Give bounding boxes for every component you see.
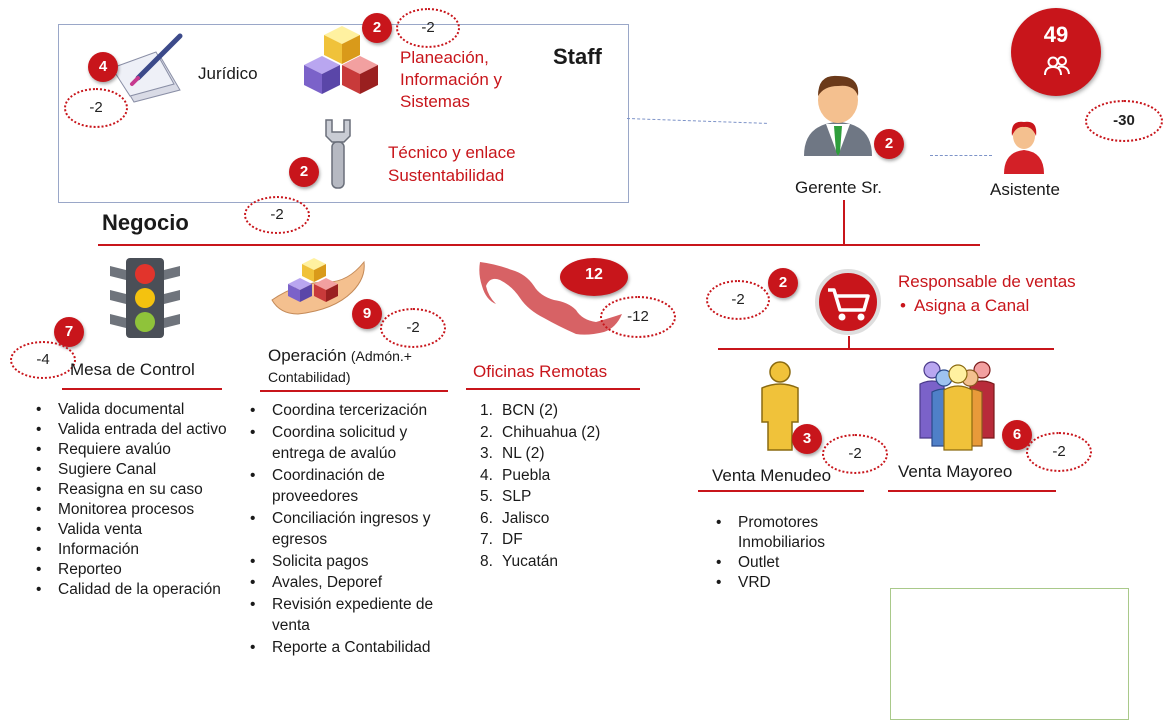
assistant-avatar-icon: [1004, 121, 1044, 174]
ventas-delta: -2: [706, 280, 770, 320]
list-item: 8.Yucatán: [480, 552, 559, 570]
mesa-title: Mesa de Control: [70, 360, 195, 379]
tecnico-count-badge: 2: [289, 157, 319, 187]
mesa-underline: [62, 388, 222, 390]
list-item: Reporte a Contabilidad: [244, 637, 450, 659]
list-item: 6.Jalisco: [480, 509, 550, 527]
ventas-divider: [718, 348, 1054, 350]
operacion-count-badge: 9: [352, 299, 382, 329]
list-item: Valida entrada del activo: [30, 420, 240, 440]
single-person-icon: [761, 361, 799, 451]
shopping-cart-icon: [815, 269, 881, 335]
list-item: Monitorea procesos: [30, 500, 240, 520]
planeacion-label: Planeación, Información y Sistemas: [400, 48, 503, 111]
empty-box: [890, 588, 1129, 720]
traffic-light-icon: [110, 258, 180, 338]
planeacion-delta: -2: [396, 8, 460, 48]
cubes-icon: [304, 26, 378, 94]
list-item: Solicita pagos: [244, 551, 450, 573]
staff-title: Staff: [553, 44, 602, 69]
oficinas-underline: [466, 388, 640, 390]
list-item: Outlet: [710, 553, 870, 573]
list-item: VRD: [710, 573, 870, 593]
menudeo-underline: [698, 490, 864, 492]
mayoreo-underline: [888, 490, 1056, 492]
list-item: Coordinación de proveedores: [244, 465, 450, 508]
menudeo-count-badge: 3: [792, 424, 822, 454]
mesa-list: Valida documental Valida entrada del act…: [30, 400, 240, 600]
staff-connector: [626, 118, 767, 124]
juridico-label: Jurídico: [198, 64, 258, 83]
list-item: Reasigna en su caso: [30, 480, 240, 500]
ventas-title: Responsable de ventas: [898, 272, 1076, 291]
wrench-icon: [325, 119, 351, 189]
asistente-label: Asistente: [990, 180, 1060, 199]
list-item: Revisión expediente de venta: [244, 594, 450, 637]
list-item: 4.Puebla: [480, 466, 551, 484]
mayoreo-delta: -2: [1026, 432, 1092, 472]
list-item: Coordina tercerización: [244, 400, 450, 422]
menudeo-title: Venta Menudeo: [712, 466, 832, 485]
ventas-count-badge: 2: [768, 268, 798, 298]
operacion-delta: -2: [380, 308, 446, 348]
operacion-title: Operación (Admón.+ Contabilidad): [268, 346, 412, 385]
list-item: Valida venta: [30, 520, 240, 540]
gerente-down-line: [843, 200, 845, 245]
mesa-count-badge: 7: [54, 317, 84, 347]
operacion-underline: [260, 390, 448, 392]
oficinas-title: Oficinas Remotas: [473, 362, 608, 381]
total-delta: -30: [1085, 100, 1163, 142]
oficinas-count-bubble: [560, 258, 628, 296]
menudeo-delta: -2: [822, 434, 888, 474]
list-item: Calidad de la operación: [30, 580, 240, 600]
asistente-connector: [930, 155, 992, 156]
menudeo-list: Promotores Inmobiliarios Outlet VRD: [710, 513, 870, 593]
ventas-sub: •Asigna a Canal: [900, 296, 1030, 315]
tecnico-label: Técnico y enlace Sustentabilidad: [388, 143, 516, 185]
list-item: Coordina solicitud y entrega de avalúo: [244, 422, 450, 465]
group-people-icon: [919, 361, 995, 451]
list-item: 5.SLP: [480, 488, 532, 505]
list-item: Promotores Inmobiliarios: [710, 513, 870, 553]
oficinas-list: 1.BCN (2) 2.Chihuahua (2) 3.NL (2) 4.Pue…: [474, 400, 644, 572]
list-item: Conciliación ingresos y egresos: [244, 508, 450, 551]
juridico-delta: -2: [64, 88, 128, 128]
hand-cubes-icon: [271, 258, 365, 315]
manager-avatar-icon: [804, 75, 872, 156]
gerente-count-badge: 2: [874, 129, 904, 159]
list-item: Reporteo: [30, 560, 240, 580]
list-item: 3.NL (2): [480, 445, 545, 462]
list-item: Avales, Deporef: [244, 572, 450, 594]
list-item: 2.Chihuahua (2): [480, 423, 601, 441]
list-item: Requiere avalúo: [30, 440, 240, 460]
list-item: 1.BCN (2): [480, 402, 558, 419]
mesa-delta: -4: [10, 341, 76, 379]
operacion-list: Coordina tercerización Coordina solicitu…: [244, 400, 450, 658]
planeacion-count-badge: 2: [362, 13, 392, 43]
pen-paper-icon: [111, 33, 183, 103]
list-item: 7.DF: [480, 531, 523, 548]
total-count: 49: [1043, 22, 1069, 47]
negocio-title: Negocio: [102, 210, 189, 235]
mexico-map-icon: [479, 262, 622, 335]
juridico-count-badge: 4: [88, 52, 118, 82]
gerente-label: Gerente Sr.: [795, 178, 882, 197]
total-count-bubble: [1011, 8, 1101, 96]
mayoreo-title: Venta Mayoreo: [898, 462, 1013, 481]
oficinas-delta: -12: [600, 296, 676, 338]
ventas-down-line: [848, 336, 850, 350]
list-item: Información: [30, 540, 240, 560]
staff-delta: -2: [244, 196, 310, 234]
business-divider: [98, 244, 980, 246]
oficinas-count: 12: [585, 266, 603, 283]
list-item: Sugiere Canal: [30, 460, 240, 480]
list-item: Valida documental: [30, 400, 240, 420]
people-icon: [1044, 56, 1070, 76]
staff-box: [58, 24, 629, 203]
